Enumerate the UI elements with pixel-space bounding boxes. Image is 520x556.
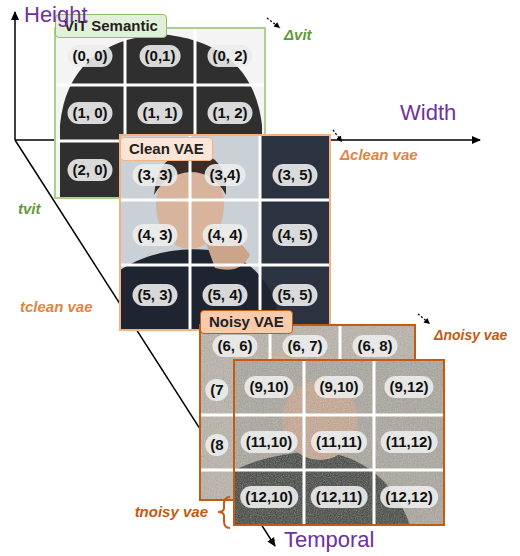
label-holder: Δclean vae (340, 146, 418, 164)
grid-cell-label: (5, 4) (202, 284, 247, 306)
grid-cell-label: (3, 3) (132, 164, 177, 186)
temporal-offset-label: tclean vae (20, 298, 93, 315)
offset-label: Δnoisy vae (434, 327, 507, 343)
cell-coordinate: (5, 4) (207, 286, 242, 303)
grid-cell-label: (11,10) (241, 431, 298, 453)
cell-coordinate: (9,10) (249, 378, 288, 395)
temporal-offset-label: tvit (18, 200, 41, 217)
grid-cell-label: (8 (205, 434, 228, 456)
cell-coordinate: (4, 4) (207, 226, 242, 243)
cell-coordinate: (9,12) (389, 378, 428, 395)
cell-coordinate: (2, 0) (72, 161, 107, 178)
cell-coordinate: (1, 2) (212, 104, 247, 121)
grid-cell-label: (3, 5) (272, 164, 317, 186)
brace (218, 497, 230, 528)
grid-cell-label: (1, 1) (137, 102, 182, 124)
grid-cell-label: (0, 0) (67, 45, 112, 67)
panel-title: Noisy VAE (200, 310, 293, 334)
cell-coordinate: (6, 6) (217, 337, 252, 354)
offset-pointer (267, 18, 280, 28)
panel-box: Clean VAE (3, 3) (3,4) (3, 5) (4, 3) (4, 4) (4… (120, 135, 330, 330)
noisy-vae-front-image (234, 360, 444, 525)
grid-cell-label: (6, 8) (352, 335, 397, 357)
cell-coordinate: (12,11) (316, 488, 363, 505)
cell-coordinate: (5, 3) (137, 286, 172, 303)
label-holder: tclean vae (20, 298, 93, 316)
grid-cell-label: (12,10) (240, 486, 298, 508)
cell-coordinate: (6, 7) (287, 337, 322, 354)
label-holder: Height (24, 2, 88, 27)
offset-label: Δvit (284, 26, 312, 43)
grid-cell-label: (5, 5) (272, 284, 317, 306)
label-holder: Δvit (284, 26, 312, 44)
grid-cell-label: (7 (205, 379, 228, 401)
grid-cell-label: (11,12) (381, 431, 438, 453)
grid-cell-label: (12,12) (380, 486, 438, 508)
grid-cell-label: (4, 5) (272, 224, 317, 246)
vit-image (55, 28, 265, 198)
cell-coordinate: (0, 2) (212, 47, 247, 64)
label-holder: Δnoisy vae (434, 326, 507, 344)
grid-cell-label: (9,12) (384, 376, 433, 398)
label-holder: tvit (18, 200, 41, 218)
cell-coordinate: (12,12) (385, 488, 433, 505)
cell-coordinate: (6, 8) (357, 337, 392, 354)
cell-coordinate: (4, 3) (137, 226, 172, 243)
cell-coordinate: (12,10) (245, 488, 293, 505)
grid-cell-label: (4, 4) (202, 224, 247, 246)
grid-cell-label: (9,10) (314, 376, 363, 398)
offset-pointer (418, 314, 430, 324)
label-holder: tnoisy vae (135, 503, 208, 521)
grid-cell-label: (0,1) (140, 45, 181, 67)
clean-vae-image (120, 135, 330, 330)
offset-label: Δclean vae (340, 146, 418, 163)
panel-box: Noisy VAE(6, 6)(6, 7)(6, 8)(7(8(9,10)(9,… (200, 325, 415, 500)
cell-coordinate: (1, 0) (72, 104, 107, 121)
grid-cell-label: (6, 6) (212, 335, 257, 357)
axis-label: Temporal (284, 527, 374, 552)
cell-coordinate: (0, 0) (72, 47, 107, 64)
cell-coordinate: (3, 5) (277, 166, 312, 183)
grid-cell-label: (1, 0) (67, 102, 112, 124)
cell-coordinate: (11,11) (316, 433, 362, 450)
cell-coordinate: (1, 1) (142, 104, 177, 121)
cell-coordinate: (3, 3) (137, 166, 172, 183)
grid-cell-label: (4, 3) (132, 224, 177, 246)
grid-cell-label: (2, 0) (67, 159, 112, 181)
panel-title: Clean VAE (120, 137, 213, 161)
cell-coordinate: (3,4) (210, 166, 241, 183)
label-holder: Width (400, 100, 456, 125)
grid-cell-label: (11,11) (311, 431, 367, 453)
cell-coordinate: (11,10) (246, 433, 293, 450)
height-axis (14, 12, 16, 140)
cell-coordinate: (9,10) (319, 378, 358, 395)
grid-cell-label: (9,10) (244, 376, 293, 398)
cell-coordinate: (0,1) (145, 47, 176, 64)
grid-cell-label: (0, 2) (207, 45, 252, 67)
grid-cell-label: (12,11) (311, 486, 368, 508)
axis-label: Height (24, 2, 88, 27)
label-holder: Temporal (284, 527, 374, 552)
cell-coordinate: (11,12) (386, 433, 433, 450)
cell-coordinate: (5, 5) (277, 286, 312, 303)
temporal-offset-label: tnoisy vae (135, 503, 208, 520)
grid-cell-label: (3,4) (205, 164, 246, 186)
cell-coordinate: (8 (210, 436, 223, 453)
grid-cell-label: (6, 7) (282, 335, 327, 357)
cell-coordinate: (4, 5) (277, 226, 312, 243)
cell-coordinate: (7 (210, 381, 223, 398)
grid-cell-label: (1, 2) (207, 102, 252, 124)
grid-cell-label: (5, 3) (132, 284, 177, 306)
axis-label: Width (400, 100, 456, 125)
offset-pointer (333, 130, 342, 142)
